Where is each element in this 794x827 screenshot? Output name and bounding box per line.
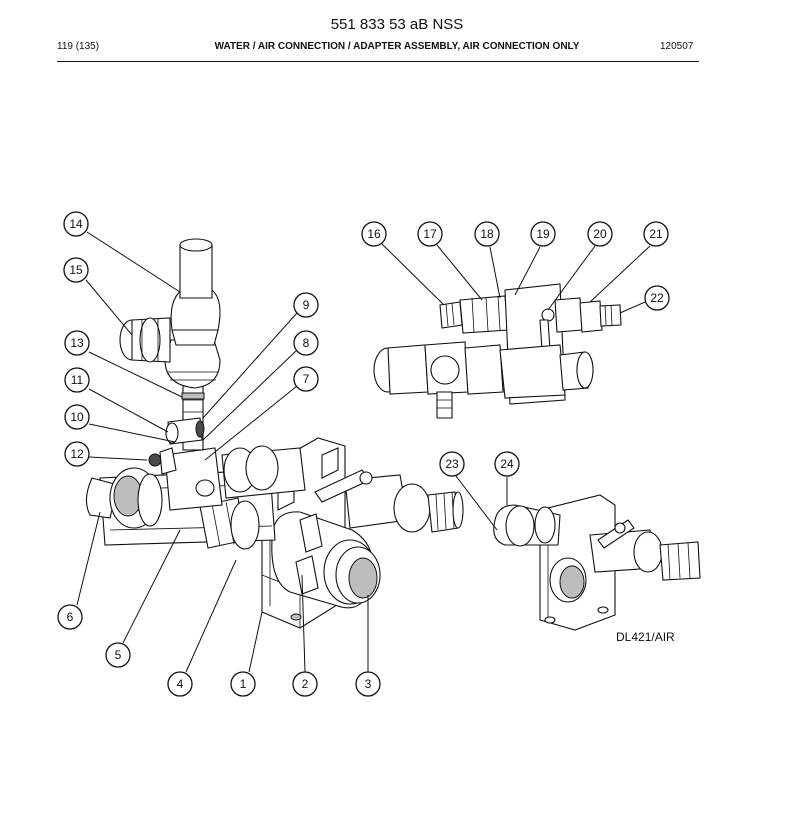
svg-text:13: 13 <box>70 336 84 350</box>
callout-23: 23 <box>439 451 465 477</box>
callout-12: 12 <box>64 441 90 467</box>
svg-text:11: 11 <box>71 373 84 387</box>
callout-2: 2 <box>292 671 318 697</box>
svg-text:23: 23 <box>445 457 459 471</box>
svg-text:16: 16 <box>367 227 381 241</box>
svg-text:17: 17 <box>423 227 437 241</box>
svg-text:2: 2 <box>302 677 309 691</box>
leader-lines <box>76 231 651 673</box>
svg-text:21: 21 <box>649 227 663 241</box>
svg-text:10: 10 <box>70 410 84 424</box>
svg-text:7: 7 <box>303 372 310 386</box>
svg-text:14: 14 <box>69 217 83 231</box>
svg-text:20: 20 <box>593 227 607 241</box>
callout-10: 10 <box>64 404 90 430</box>
svg-text:9: 9 <box>303 298 310 312</box>
svg-text:19: 19 <box>536 227 550 241</box>
callout-11: 11 <box>64 367 90 393</box>
svg-text:6: 6 <box>67 610 74 624</box>
detail-lower-right-drawing <box>493 494 701 631</box>
main-assembly-drawing <box>85 238 464 629</box>
callout-20: 20 <box>587 221 613 247</box>
page-reference: 119 (135) <box>57 41 100 52</box>
header-rule <box>57 61 699 62</box>
callout-3: 3 <box>355 671 381 697</box>
svg-text:8: 8 <box>303 336 310 350</box>
callout-17: 17 <box>417 221 443 247</box>
callout-22: 22 <box>644 285 670 311</box>
callout-14: 14 <box>63 211 89 237</box>
callout-5: 5 <box>105 642 131 668</box>
callout-16: 16 <box>361 221 387 247</box>
callout-9: 9 <box>293 292 319 318</box>
callout-1: 1 <box>230 671 256 697</box>
callout-4: 4 <box>167 671 193 697</box>
svg-text:5: 5 <box>115 648 122 662</box>
callout-13: 13 <box>64 330 90 356</box>
callout-18: 18 <box>474 221 500 247</box>
callout-19: 19 <box>530 221 556 247</box>
date-code: 120507 <box>660 41 694 52</box>
callout-8: 8 <box>293 330 319 356</box>
svg-text:12: 12 <box>70 447 84 461</box>
svg-text:24: 24 <box>500 457 514 471</box>
callout-15: 15 <box>63 257 89 283</box>
svg-text:22: 22 <box>650 291 664 305</box>
callout-21: 21 <box>643 221 669 247</box>
callout-7: 7 <box>293 366 319 392</box>
svg-text:4: 4 <box>177 677 184 691</box>
svg-text:1: 1 <box>240 677 247 691</box>
drawing-code-label: DL421/AIR <box>616 630 675 644</box>
svg-text:15: 15 <box>69 263 83 277</box>
callout-24: 24 <box>494 451 520 477</box>
document-number: 551 833 53 aB NSS <box>330 16 464 33</box>
svg-text:3: 3 <box>365 677 372 691</box>
detail-upper-right-drawing <box>373 283 622 419</box>
svg-text:18: 18 <box>480 227 494 241</box>
section-title: WATER / AIR CONNECTION / ADAPTER ASSEMBL… <box>214 41 580 52</box>
callout-6: 6 <box>57 604 83 630</box>
